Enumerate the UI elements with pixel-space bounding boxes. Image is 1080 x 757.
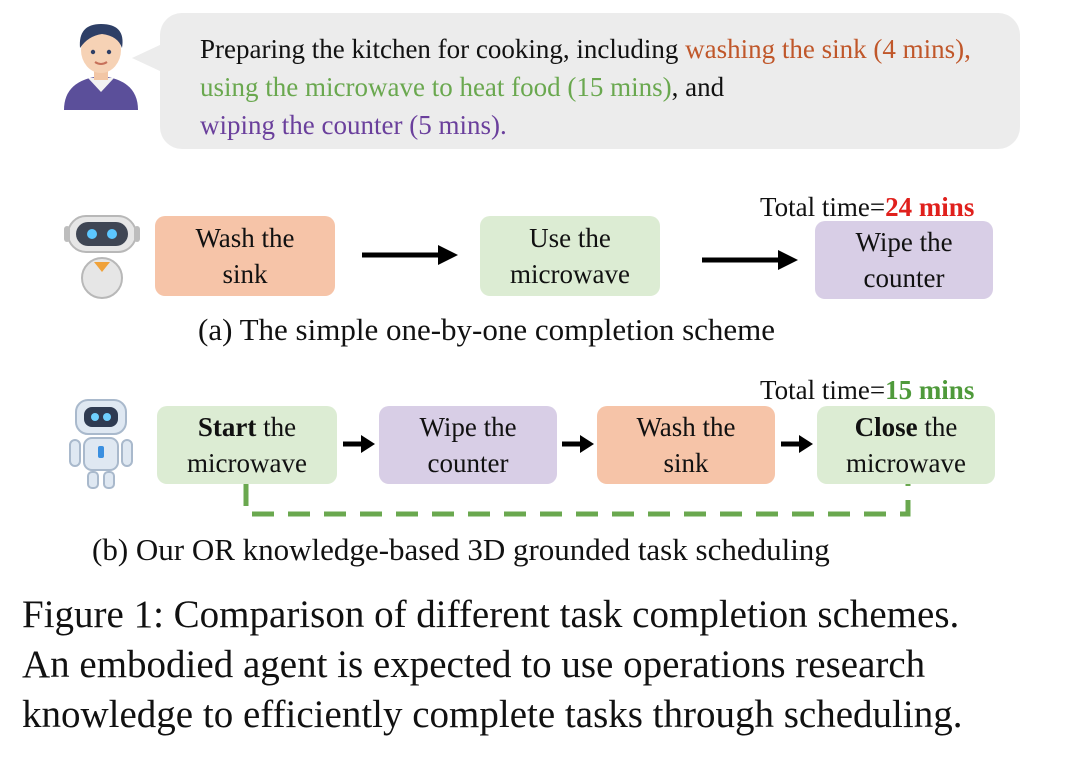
speech-bubble-tail: [132, 44, 162, 72]
caption-a: (a) The simple one-by-one completion sch…: [198, 312, 776, 347]
arrow-icon: [781, 435, 813, 453]
overlap-dashed-line: [243, 484, 911, 517]
arrow-icon: [702, 250, 798, 270]
figure-caption: Figure 1: Comparison of different task c…: [22, 590, 1062, 740]
prompt-task-wash: washing the sink (4 mins),: [685, 34, 971, 64]
total-time-a: Total time=24 mins: [760, 192, 975, 222]
figure-caption-line-2: An embodied agent is expected to use ope…: [22, 643, 926, 686]
prompt-task-wipe: wiping the counter (5 mins).: [200, 110, 507, 140]
prompt-connector: , and: [671, 72, 725, 102]
speech-bubble: [160, 13, 1020, 149]
arrow-icon: [343, 435, 375, 453]
speech-bubble-text: Preparing the kitchen for cooking, inclu…: [200, 30, 990, 144]
prompt-prefix: Preparing the kitchen for cooking, inclu…: [200, 34, 686, 64]
arrow-icon: [362, 245, 458, 265]
arrow-icon: [562, 435, 594, 453]
robot-a-icon: [64, 215, 140, 299]
total-time-b: Total time=15 mins: [760, 375, 975, 405]
prompt-task-microwave: using the microwave to heat food (15 min…: [200, 72, 672, 102]
user-avatar-icon: [64, 24, 138, 110]
figure-caption-line-1: Figure 1: Comparison of different task c…: [22, 593, 960, 636]
caption-b: (b) Our OR knowledge-based 3D grounded t…: [92, 532, 830, 567]
robot-b-icon: [69, 399, 133, 489]
figure-caption-line-3: knowledge to efficiently complete tasks …: [22, 693, 963, 736]
